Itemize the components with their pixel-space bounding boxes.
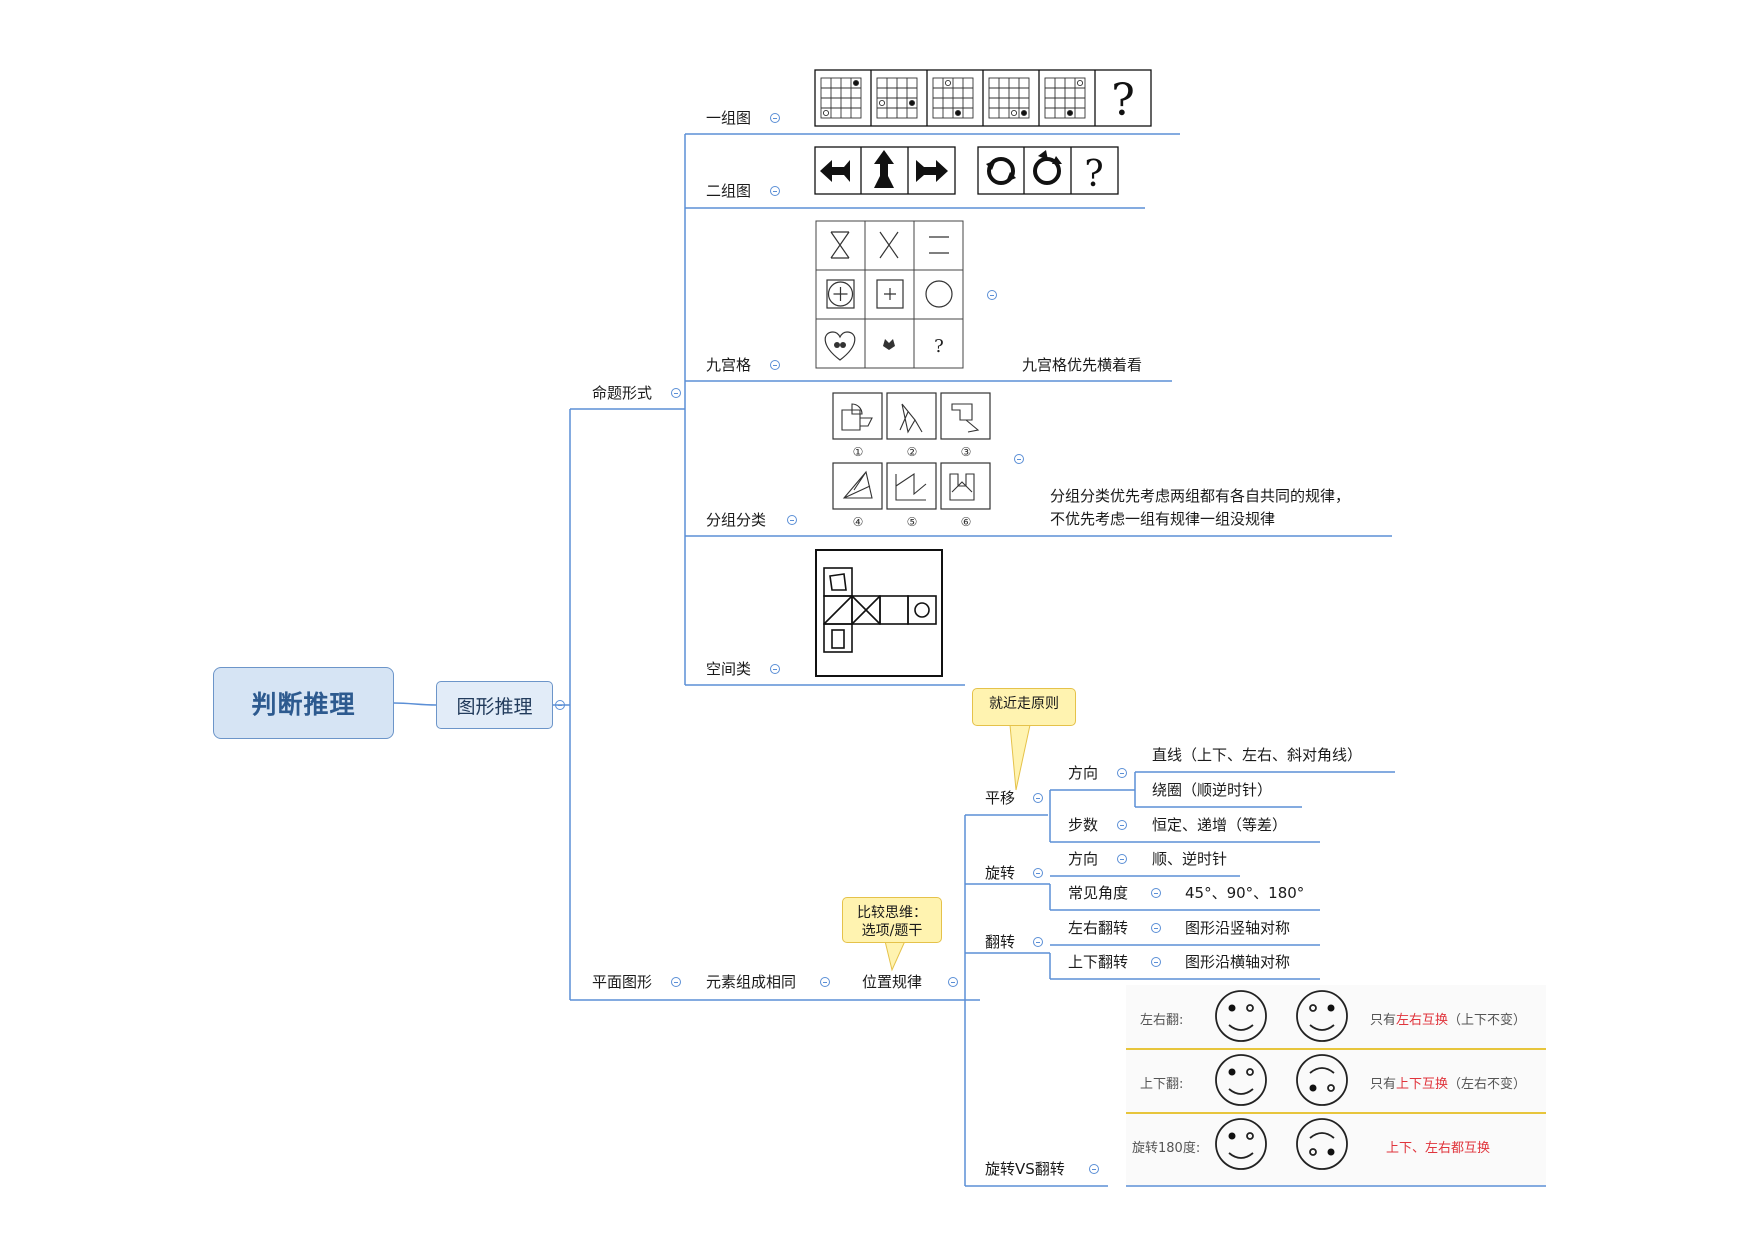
circled-1: ① — [853, 445, 864, 459]
node-translate[interactable]: 平移 — [985, 789, 1016, 807]
subject-node[interactable]: 图形推理 — [436, 681, 553, 729]
question-mark: ? — [1111, 75, 1135, 126]
collapse-icon[interactable] — [1117, 854, 1127, 864]
row-key: 旋转180度: — [1132, 1141, 1201, 1156]
main-branch-lines — [569, 408, 980, 1001]
flip-lr-value: 图形沿竖轴对称 — [1185, 919, 1291, 937]
grid-dot — [822, 109, 830, 117]
node-element-same[interactable]: 元素组成相同 — [706, 973, 797, 991]
circled-5: ⑤ — [907, 515, 918, 529]
node-g9[interactable]: 九宫格 — [706, 356, 752, 374]
branch-plane-label[interactable]: 平面图形 — [592, 973, 653, 991]
rotate-dir-value: 顺、逆时针 — [1152, 850, 1228, 868]
grid-dot — [1010, 109, 1018, 117]
row-text: 只有上下互换（左右不变） — [1370, 1077, 1527, 1092]
circled-3: ③ — [961, 445, 972, 459]
collapse-icon[interactable] — [1014, 454, 1024, 464]
callout-compare: 比较思维： 选项/题干 — [842, 897, 942, 943]
collapse-icon[interactable] — [1117, 820, 1127, 830]
node-translate-steps[interactable]: 步数 — [1068, 816, 1099, 834]
table-row: 旋转180度: 上下、左右都互换 — [1126, 1113, 1546, 1176]
rotate-angle-value: 45°、90°、180° — [1185, 884, 1305, 902]
two-group-figures: ? — [814, 146, 1119, 195]
collapse-icon[interactable] — [1117, 768, 1127, 778]
collapse-icon[interactable] — [770, 113, 780, 123]
translate-steps-value: 恒定、递增（等差） — [1152, 816, 1288, 834]
root-connector — [393, 702, 437, 706]
circled-6: ⑥ — [961, 515, 972, 529]
collapse-icon[interactable] — [787, 515, 797, 525]
note-grp-line1: 分组分类优先考虑两组都有各自共同的规律， — [1050, 487, 1351, 505]
question-mark: ? — [1084, 154, 1103, 195]
rotate-vs-flip-table: 左右翻: 只有左右互换（上下不变） 上下翻: 只有上下互换（左右不变） 旋转18… — [1126, 985, 1546, 1185]
collapse-icon[interactable] — [1033, 937, 1043, 947]
grid-dot — [944, 79, 952, 87]
row-key: 上下翻: — [1140, 1077, 1184, 1092]
table-row: 左右翻: 只有左右互换（上下不变） — [1126, 985, 1546, 1048]
flip-ud-value: 图形沿横轴对称 — [1185, 953, 1291, 971]
table-row: 上下翻: 只有上下互换（左右不变） — [1126, 1049, 1546, 1112]
grid-dot — [878, 99, 886, 107]
row-key: 左右翻: — [1140, 1013, 1184, 1028]
collapse-icon[interactable] — [671, 388, 681, 398]
node-rotate-angle[interactable]: 常见角度 — [1068, 884, 1129, 902]
node-translate-dir[interactable]: 方向 — [1068, 764, 1099, 782]
node-flip-ud[interactable]: 上下翻转 — [1068, 953, 1129, 971]
collapse-icon[interactable] — [1089, 1164, 1099, 1174]
grid-dot — [1020, 109, 1028, 117]
grid-dot — [1076, 79, 1084, 87]
collapse-icon[interactable] — [820, 977, 830, 987]
grid-dot — [852, 79, 860, 87]
branch-form-label[interactable]: 命题形式 — [592, 384, 653, 402]
group-classify-figures: ① ② ③ ④ ⑤ ⑥ — [832, 392, 991, 529]
one-group-figures: ? — [814, 69, 1152, 127]
spatial-net-figure — [815, 549, 943, 677]
translate-dir-a: 直线（上下、左右、斜对角线） — [1152, 746, 1363, 764]
question-mark: ? — [934, 336, 944, 357]
root-node[interactable]: 判断推理 — [213, 667, 394, 739]
table-faces — [1126, 990, 1546, 1170]
callout-nearest: 就近走原则 — [972, 688, 1076, 726]
collapse-icon[interactable] — [770, 360, 780, 370]
collapse-icon[interactable] — [1151, 923, 1161, 933]
collapse-icon[interactable] — [1033, 793, 1043, 803]
node-grp[interactable]: 分组分类 — [706, 511, 767, 529]
nine-grid-figure: ? — [815, 220, 964, 369]
node-rotate-vs-flip[interactable]: 旋转VS翻转 — [985, 1160, 1065, 1178]
note-grp: 分组分类优先考虑两组都有各自共同的规律， 不优先考虑一组有规律一组没规律 — [1050, 485, 1350, 531]
collapse-icon[interactable] — [1033, 868, 1043, 878]
collapse-icon[interactable] — [948, 977, 958, 987]
row-text: 上下、左右都互换 — [1386, 1141, 1491, 1156]
node-position-rule[interactable]: 位置规律 — [862, 973, 923, 991]
collapse-icon[interactable] — [770, 186, 780, 196]
row-text: 只有左右互换（上下不变） — [1370, 1013, 1527, 1028]
collapse-icon[interactable] — [555, 700, 565, 710]
node-flip[interactable]: 翻转 — [985, 933, 1016, 951]
collapse-icon[interactable] — [1151, 888, 1161, 898]
node-rotate[interactable]: 旋转 — [985, 864, 1016, 882]
node-space[interactable]: 空间类 — [706, 660, 752, 678]
collapse-icon[interactable] — [770, 664, 780, 674]
node-flip-lr[interactable]: 左右翻转 — [1068, 919, 1129, 937]
grid-dot — [1066, 109, 1074, 117]
circled-2: ② — [907, 445, 918, 459]
node-rotate-dir[interactable]: 方向 — [1068, 850, 1099, 868]
translate-dir-b: 绕圈（顺逆时针） — [1152, 781, 1273, 799]
note-g9: 九宫格优先横着看 — [1022, 356, 1143, 374]
circled-4: ④ — [853, 515, 864, 529]
grid-dot — [954, 109, 962, 117]
collapse-icon[interactable] — [671, 977, 681, 987]
collapse-icon[interactable] — [1151, 957, 1161, 967]
note-grp-line2: 不优先考虑一组有规律一组没规律 — [1050, 510, 1276, 528]
collapse-icon[interactable] — [987, 290, 997, 300]
grid-dot — [908, 99, 916, 107]
node-g2[interactable]: 二组图 — [706, 182, 752, 200]
node-g1[interactable]: 一组图 — [706, 109, 752, 127]
